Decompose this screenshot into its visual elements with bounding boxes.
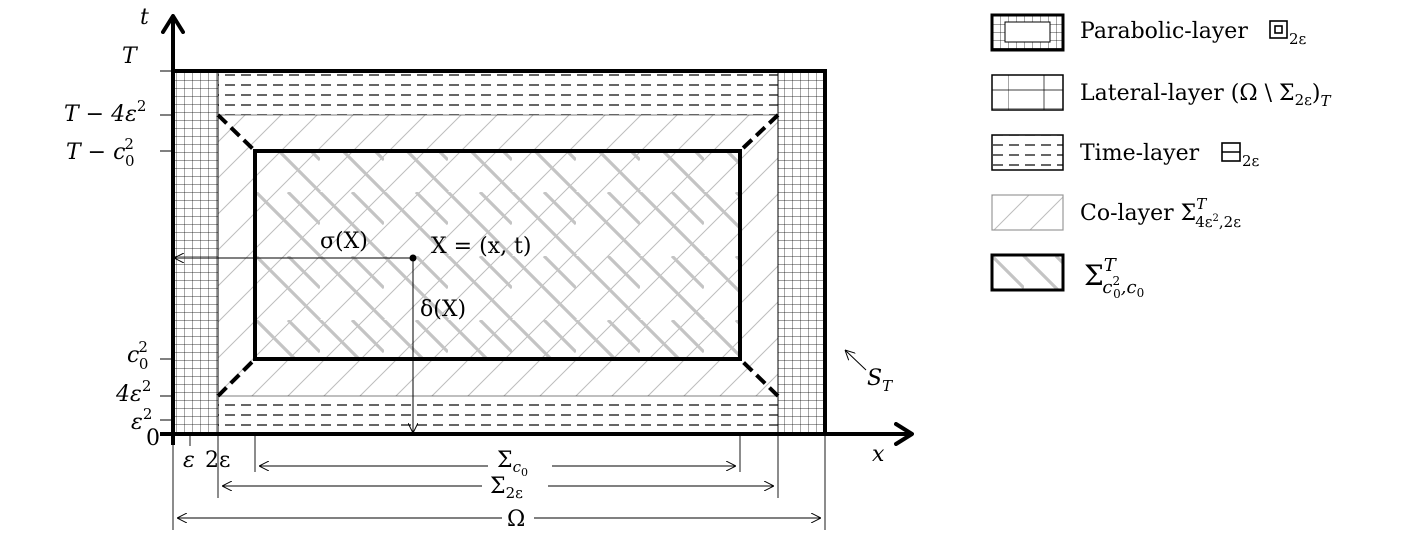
tick-T: T: [122, 44, 139, 69]
legend-item-parabolic: Parabolic-layer 2ε: [990, 13, 1307, 52]
t-tick-marks: [160, 70, 173, 421]
dimension-lines: Σc0 Σ2ε Ω: [172, 434, 826, 532]
core-region: [255, 151, 740, 359]
time-layer-bottom: [218, 396, 778, 434]
point-annotations: X = (x, t) σ(X) δ(X) ST: [174, 229, 893, 433]
point-label: X = (x, t): [431, 234, 531, 259]
time-layer-top: [218, 71, 778, 115]
regions: [171, 69, 827, 436]
legend-text-lateral: Lateral-layer (Ω \ Σ: [1080, 81, 1295, 106]
tick-T-minus-4eps2: T − 4ε2: [64, 97, 146, 127]
box-square-icon: [1269, 20, 1288, 39]
legend-sub-time: 2ε: [1242, 152, 1260, 170]
legend-text-colayer: Co-layer Σ: [1080, 201, 1196, 226]
tick-4eps2: 4ε2: [115, 377, 151, 407]
legend-text-core: Σ: [1084, 259, 1104, 292]
s-t-label: ST: [867, 366, 893, 395]
box-split-icon: [1221, 142, 1241, 162]
legend-text-parabolic: Parabolic-layer: [1080, 19, 1248, 44]
core-boundary: [253, 149, 742, 361]
s-t-pointer: [845, 350, 867, 371]
delta-label: δ(X): [420, 297, 466, 322]
omega-label: Ω: [507, 507, 525, 532]
parabolic-layer-left: [173, 71, 218, 434]
sigma-label: σ(X): [320, 229, 368, 254]
x-axis-label: x: [872, 442, 885, 467]
tick-eps: ε: [183, 448, 195, 473]
sigma-c0-label: Σc0: [497, 448, 528, 479]
legend-sub-parabolic: 2ε: [1289, 30, 1307, 48]
parabolic-layer-right: [778, 71, 825, 434]
corner-connectors: [216, 113, 780, 398]
t-axis-label: t: [140, 5, 149, 30]
svg-text:Parabolic-layer: Parabolic-layer: [1080, 19, 1248, 44]
tick-zero: 0: [146, 426, 160, 451]
legend-item-lateral: Lateral-layer (Ω \ Σ2ε)T: [991, 74, 1332, 111]
legend-text-time: Time-layer: [1080, 141, 1200, 166]
legend: Parabolic-layer 2ε Lateral-layer (Ω \ Σ2…: [990, 13, 1332, 301]
tick-eps2: ε2: [131, 405, 152, 435]
svg-text:Time-layer: Time-layer: [1080, 141, 1200, 166]
svg-text:Lateral-layer (Ω \ Σ2ε)T: Lateral-layer (Ω \ Σ2ε)T: [1080, 81, 1332, 110]
legend-item-time: Time-layer 2ε: [991, 134, 1260, 171]
sigma-2eps-label: Σ2ε: [490, 474, 523, 502]
